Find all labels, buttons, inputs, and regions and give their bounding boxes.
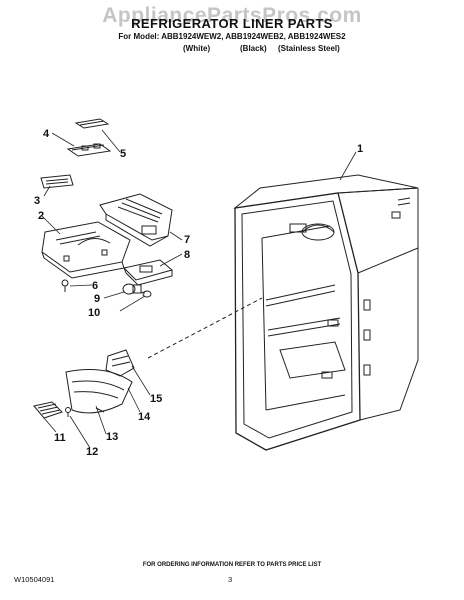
dispenser-housing-part xyxy=(105,349,135,377)
page-title: REFRIGERATOR LINER PARTS xyxy=(131,16,333,31)
callout-5: 5 xyxy=(120,148,126,160)
finish-stainless: (Stainless Steel) xyxy=(278,44,340,53)
label-plate-part xyxy=(40,174,74,189)
document-number: W10504091 xyxy=(14,575,55,584)
small-screw-part xyxy=(65,407,71,417)
callout-7: 7 xyxy=(184,234,190,246)
socket-bulb-part xyxy=(122,283,152,298)
callout-10: 10 xyxy=(88,307,100,319)
liner-part xyxy=(233,174,419,451)
ordering-note: FOR ORDERING INFORMATION REFER TO PARTS … xyxy=(142,562,322,568)
screw-part xyxy=(61,279,69,292)
light-housing-part xyxy=(99,193,173,247)
watermark: AppliancePartsPros.com xyxy=(102,4,362,27)
grille-part xyxy=(33,401,63,419)
cover-part xyxy=(65,369,133,414)
bracket-part xyxy=(66,118,112,157)
callout-11: 11 xyxy=(54,432,66,444)
callout-9: 9 xyxy=(94,293,100,305)
finish-black: (Black) xyxy=(240,44,267,53)
callout-13: 13 xyxy=(106,431,118,443)
callout-1: 1 xyxy=(357,143,363,155)
finish-white: (White) xyxy=(183,44,211,53)
model-list: For Model: ABB1924WEW2, ABB1924WEB2, ABB… xyxy=(118,32,346,41)
callout-8: 8 xyxy=(184,249,190,261)
callout-6: 6 xyxy=(92,280,98,292)
callout-14: 14 xyxy=(138,411,151,423)
housing-base-part xyxy=(41,221,131,279)
page-number: 3 xyxy=(228,575,233,584)
callout-3: 3 xyxy=(34,195,40,207)
callout-12: 12 xyxy=(86,446,98,458)
callout-2: 2 xyxy=(38,210,44,222)
callout-15: 15 xyxy=(150,393,162,405)
callout-4: 4 xyxy=(43,128,50,140)
